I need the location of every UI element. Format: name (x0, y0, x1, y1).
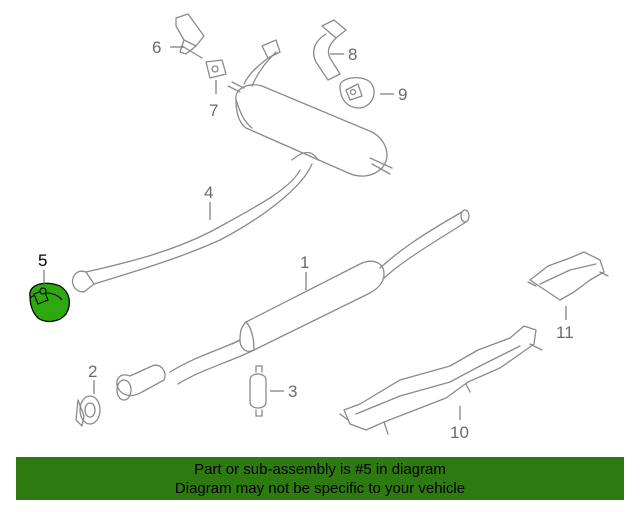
callout-1[interactable]: 1 (300, 253, 309, 272)
callout-9[interactable]: 9 (398, 85, 407, 104)
part-5-clamp-highlighted[interactable] (29, 282, 71, 323)
exhaust-system-diagram: 6 7 8 9 4 5 (29, 13, 609, 442)
part-1-front-muffler[interactable] (169, 209, 470, 385)
part-11-bracket[interactable] (527, 251, 609, 301)
callout-8[interactable]: 8 (348, 45, 357, 64)
callout-11[interactable]: 11 (556, 323, 574, 342)
part-8-tailpipe[interactable] (312, 19, 347, 81)
rear-muffler[interactable] (71, 39, 393, 293)
part-2-flange[interactable] (75, 364, 166, 427)
callout-4[interactable]: 4 (204, 183, 213, 202)
info-banner: Part or sub-assembly is #5 in diagram Di… (16, 457, 624, 500)
callout-10[interactable]: 10 (450, 423, 469, 442)
callout-7[interactable]: 7 (209, 101, 218, 120)
callout-3[interactable]: 3 (288, 382, 297, 401)
part-3-hanger[interactable] (249, 365, 267, 417)
part-6-bracket[interactable] (175, 13, 205, 59)
callout-2[interactable]: 2 (88, 362, 97, 381)
callout-5[interactable]: 5 (38, 251, 47, 270)
part-10-heat-shield[interactable] (339, 325, 543, 435)
banner-line-1: Part or sub-assembly is #5 in diagram (194, 461, 446, 478)
part-9-clamp[interactable] (339, 76, 375, 109)
banner-line-2: Diagram may not be specific to your vehi… (174, 480, 466, 497)
callout-6[interactable]: 6 (152, 38, 161, 57)
part-7-gasket[interactable] (205, 59, 227, 79)
